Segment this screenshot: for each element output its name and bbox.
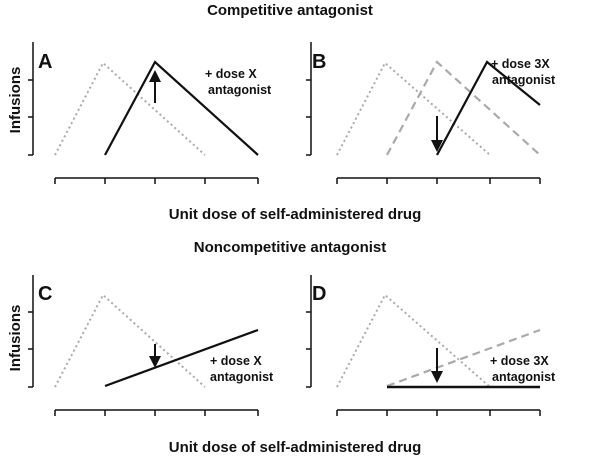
previous-dose-curve-d xyxy=(386,328,541,388)
arrow-down-c xyxy=(149,344,161,368)
y-axis-c xyxy=(28,275,34,388)
x-axis-c xyxy=(54,409,259,416)
panel-d: D + dose 3X antagonist xyxy=(306,275,556,416)
panel-c: C + dose X antagonist xyxy=(28,275,274,416)
annotation-b-line2: antagonist xyxy=(492,73,556,87)
y-axis-label-top: Infusions xyxy=(7,67,24,134)
panel-letter-c: C xyxy=(38,283,52,305)
x-axis-label-top: Unit dose of self-administered drug xyxy=(169,206,422,223)
antagonist-curve-b xyxy=(436,60,541,156)
panel-b: B + dose 3X antagonist xyxy=(306,42,556,184)
baseline-curve-c xyxy=(54,293,206,388)
annotation-a-line2: antagonist xyxy=(208,83,272,97)
panel-letter-d: D xyxy=(312,283,326,305)
y-axis-label-bottom: Infusions xyxy=(7,305,24,372)
x-axis-a xyxy=(54,177,259,184)
section-heading-noncompetitive: Noncompetitive antagonist xyxy=(194,239,387,256)
baseline-curve-b xyxy=(336,61,491,156)
previous-dose-curve-b xyxy=(386,60,541,156)
y-axis-b xyxy=(306,42,312,156)
x-axis-d xyxy=(336,409,541,416)
antagonist-curve-c xyxy=(104,328,259,388)
section-heading-competitive: Competitive antagonist xyxy=(207,2,373,19)
baseline-curve-a xyxy=(54,61,206,156)
arrow-down-b xyxy=(431,116,443,152)
annotation-d-line1: + dose 3X xyxy=(490,354,549,368)
arrow-down-d xyxy=(431,348,443,383)
panel-letter-b: B xyxy=(312,51,326,73)
y-axis-d xyxy=(306,275,312,388)
x-axis-label-bottom: Unit dose of self-administered drug xyxy=(169,439,422,456)
y-axis-a xyxy=(28,42,34,156)
antagonist-curve-a xyxy=(104,60,259,156)
baseline-curve-d xyxy=(336,293,491,388)
annotation-c-line1: + dose X xyxy=(210,354,262,368)
annotation-a-line1: + dose X xyxy=(205,67,257,81)
annotation-d-line2: antagonist xyxy=(492,370,556,384)
arrow-up-a xyxy=(149,70,161,103)
annotation-c-line2: antagonist xyxy=(210,370,274,384)
annotation-b-line1: + dose 3X xyxy=(491,57,550,71)
panel-a: A + dose X antagonist xyxy=(28,42,272,184)
x-axis-b xyxy=(336,177,541,184)
panel-letter-a: A xyxy=(38,51,52,73)
